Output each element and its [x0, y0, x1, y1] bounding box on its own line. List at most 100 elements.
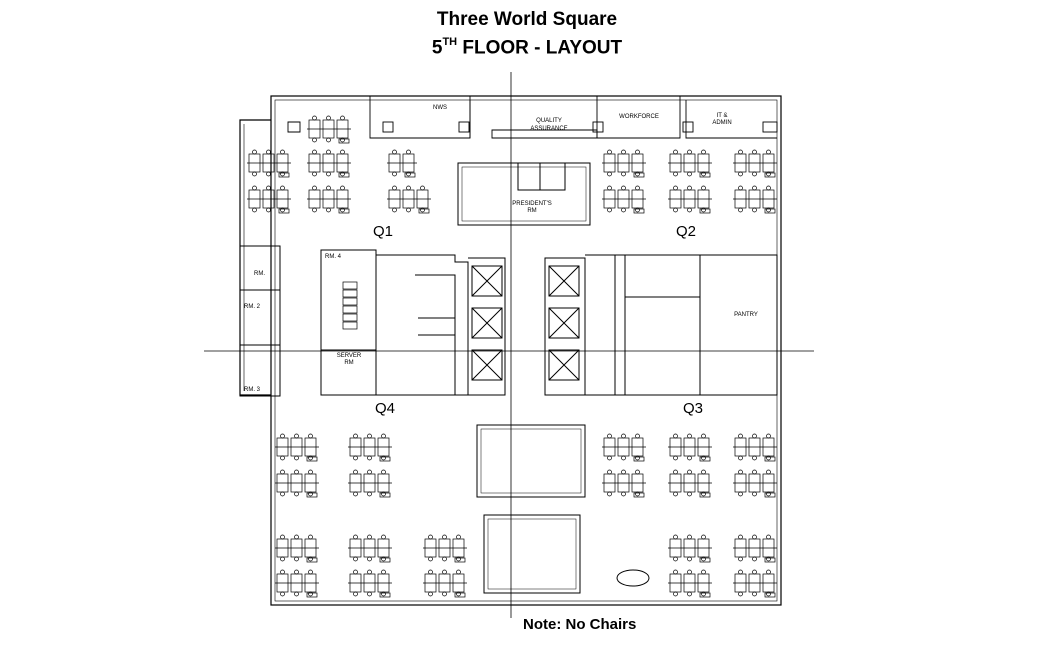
workstation-cluster [348, 569, 392, 598]
chair-marker [367, 534, 372, 540]
chair-marker [701, 469, 706, 475]
chair-marker [381, 433, 386, 439]
chair-marker [635, 149, 640, 155]
workstation-cluster [275, 569, 319, 598]
workstation-cluster [275, 534, 319, 563]
chair-marker [280, 469, 285, 475]
chair-marker [326, 115, 331, 121]
quadrant-label-q2: Q2 [676, 223, 696, 240]
chair-marker [687, 491, 692, 497]
station-tag [699, 492, 711, 498]
it-label-2: ADMIN [712, 120, 731, 126]
chair-marker [701, 491, 706, 497]
chair-marker [738, 534, 743, 540]
desk [342, 321, 358, 330]
chair-marker [635, 491, 640, 497]
chair-marker [635, 469, 640, 475]
chair-marker [701, 171, 706, 177]
station-tag [379, 557, 391, 563]
workstation-cluster [733, 433, 777, 462]
workforce-label: WORKFORCE [619, 114, 659, 120]
chair-marker [687, 433, 692, 439]
top-offices [287, 96, 778, 139]
chair-marker [673, 569, 678, 575]
chair-marker [607, 207, 612, 213]
workstation-cluster [423, 534, 467, 563]
chair-marker [280, 207, 285, 213]
chair-marker [456, 591, 461, 597]
pantry-label: PANTRY [734, 312, 758, 318]
chair-marker [308, 556, 313, 562]
chair-marker [766, 207, 771, 213]
chair-marker [738, 569, 743, 575]
chair-marker [673, 455, 678, 461]
station-tag [306, 592, 318, 598]
chair-marker [280, 455, 285, 461]
chair-marker [294, 591, 299, 597]
chair-marker [635, 455, 640, 461]
chair-marker [326, 149, 331, 155]
chair-marker [367, 569, 372, 575]
chair-marker [766, 591, 771, 597]
chair-marker [381, 455, 386, 461]
chair-marker [752, 433, 757, 439]
chair-marker [280, 534, 285, 540]
chair-marker [752, 591, 757, 597]
station-tag [764, 592, 776, 598]
station-tag [633, 172, 645, 178]
chair-marker [673, 433, 678, 439]
chair-marker [752, 149, 757, 155]
chair-marker [738, 149, 743, 155]
station-tag [764, 456, 776, 462]
chair-marker [766, 185, 771, 191]
chair-marker [673, 207, 678, 213]
chair-marker [406, 207, 411, 213]
station-tag [764, 208, 776, 214]
chair-marker [326, 185, 331, 191]
workstation-cluster [733, 534, 777, 563]
chair-marker [252, 171, 257, 177]
chair-marker [752, 207, 757, 213]
station-tag [418, 208, 430, 214]
desk [342, 305, 358, 314]
chair-marker [280, 171, 285, 177]
chair-marker [673, 469, 678, 475]
chair-marker [738, 591, 743, 597]
chair-marker [621, 469, 626, 475]
chair-marker [312, 149, 317, 155]
chair-marker [392, 149, 397, 155]
station-tag [278, 172, 290, 178]
chair-marker [738, 469, 743, 475]
chair-marker [367, 433, 372, 439]
chair-marker [420, 207, 425, 213]
chair-marker [367, 491, 372, 497]
chair-marker [738, 455, 743, 461]
station-tag [633, 456, 645, 462]
chair-marker [294, 455, 299, 461]
station-tag [338, 172, 350, 178]
workstation-cluster [733, 149, 777, 178]
it-label-1: IT & [717, 113, 728, 119]
chair-marker [340, 115, 345, 121]
chair-marker [381, 569, 386, 575]
chair-marker [701, 569, 706, 575]
chair-marker [701, 207, 706, 213]
chair-marker [738, 433, 743, 439]
workstation-cluster [668, 534, 712, 563]
chair-marker [766, 433, 771, 439]
chair-marker [687, 591, 692, 597]
chair-marker [635, 171, 640, 177]
chair-marker [381, 556, 386, 562]
chair-marker [266, 185, 271, 191]
workstation-cluster [733, 569, 777, 598]
chair-marker [621, 491, 626, 497]
quality-label-1: QUALITY [536, 118, 562, 124]
workstation-cluster [423, 569, 467, 598]
workstation-cluster [387, 185, 431, 214]
chair-marker [621, 185, 626, 191]
chair-marker [673, 149, 678, 155]
workstation-cluster [348, 469, 392, 498]
station-tag [764, 557, 776, 563]
chair-marker [752, 491, 757, 497]
